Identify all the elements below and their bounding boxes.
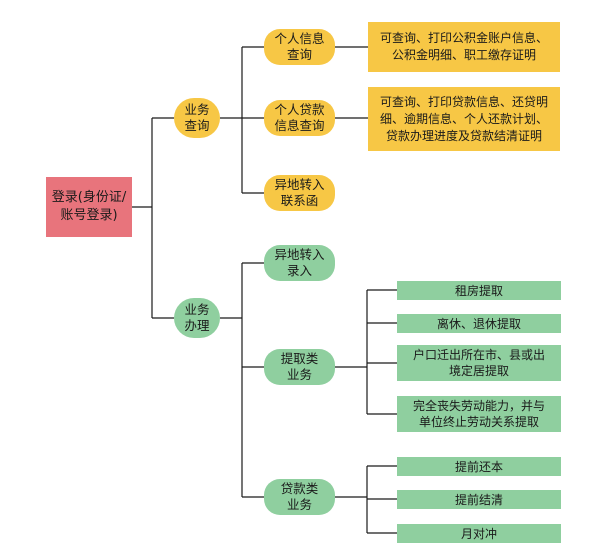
loan-item-early-settle: 提前结清 [397,490,561,509]
root-label: 登录(身份证/ 账号登录) [51,190,127,223]
loan-business-label: 贷款类 业务 [280,481,319,512]
node-business-query: 业务 查询 [174,98,220,138]
personal-loan-query-detail: 可查询、打印贷款信息、还贷明 细、逾期信息、个人还款计划、 贷款办理进度及贷款结… [379,94,548,143]
withdrawal-item-household-move: 户口迁出所在市、县或出 境定居提取 [397,345,561,381]
node-transfer-in-letter: 异地转入 联系函 [264,175,335,211]
business-handle-label: 业务 办理 [184,302,210,333]
node-business-handle: 业务 办理 [174,298,220,338]
node-withdrawal-business: 提取类 业务 [264,349,335,385]
loan-item-monthly-offset: 月对冲 [397,524,561,543]
transfer-in-entry-label: 异地转入 录入 [274,247,325,278]
loan-item-label: 提前还本 [454,459,503,474]
node-transfer-in-entry: 异地转入 录入 [264,245,335,281]
loan-item-early-principal: 提前还本 [397,457,561,476]
detail-personal-loan-query: 可查询、打印贷款信息、还贷明 细、逾期信息、个人还款计划、 贷款办理进度及贷款结… [368,87,560,151]
node-personal-loan-query: 个人贷款 信息查询 [264,100,335,136]
loan-item-label: 月对冲 [460,526,497,541]
business-query-label: 业务 查询 [184,102,210,133]
withdrawal-item-rent: 租房提取 [397,281,561,300]
root-node-login: 登录(身份证/ 账号登录) [46,177,132,237]
loan-item-label: 提前结清 [454,492,503,507]
detail-personal-info-query: 可查询、打印公积金账户信息、 公积金明细、职工缴存证明 [368,22,560,72]
personal-info-query-detail: 可查询、打印公积金账户信息、 公积金明细、职工缴存证明 [379,31,548,62]
personal-loan-query-label: 个人贷款 信息查询 [274,102,325,133]
withdrawal-item-disability: 完全丧失劳动能力，并与 单位终止劳动关系提取 [397,396,561,432]
withdrawal-business-label: 提取类 业务 [280,351,319,382]
transfer-in-letter-label: 异地转入 联系函 [274,177,325,208]
withdrawal-item-label: 租房提取 [454,283,503,298]
withdrawal-item-retire: 离休、退休提取 [397,314,561,333]
personal-info-query-label: 个人信息 查询 [274,31,325,62]
withdrawal-item-label: 离休、退休提取 [436,316,521,331]
withdrawal-item-label: 完全丧失劳动能力，并与 单位终止劳动关系提取 [412,399,545,429]
node-personal-info-query: 个人信息 查询 [264,29,335,65]
withdrawal-item-label: 户口迁出所在市、县或出 境定居提取 [412,348,545,378]
node-loan-business: 贷款类 业务 [264,479,335,515]
